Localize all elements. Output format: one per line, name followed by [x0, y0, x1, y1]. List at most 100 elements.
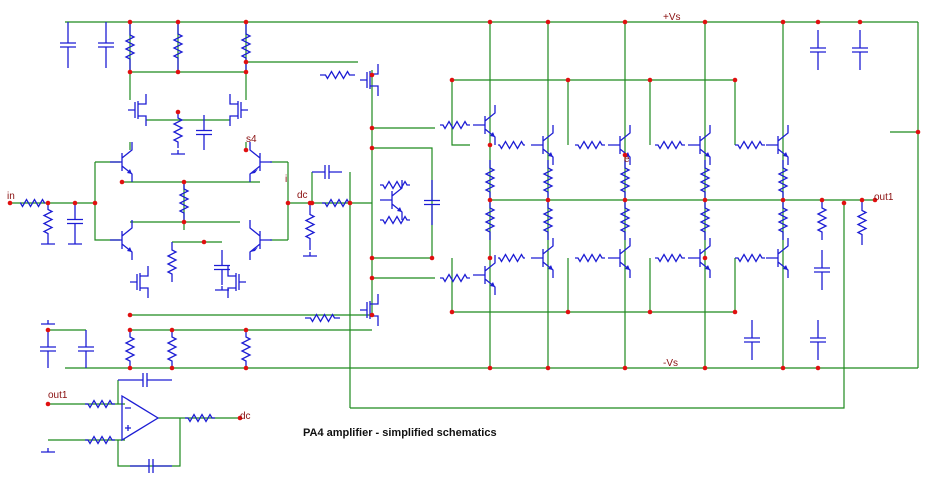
wire [372, 147, 433, 259]
resistor [85, 435, 115, 445]
capacitor [98, 22, 114, 68]
resistor [542, 160, 554, 200]
junction-node [545, 197, 551, 203]
label-vs-neg: -Vs [663, 358, 678, 369]
transistor-bjt [249, 142, 272, 182]
capacitor [60, 22, 76, 68]
resistor [575, 140, 605, 150]
junction-node [169, 365, 175, 371]
resistor [777, 200, 789, 240]
junction-node [181, 179, 187, 185]
resistor [19, 198, 46, 208]
ground-symbol [68, 240, 82, 245]
transistor-fet [128, 94, 147, 126]
op-amp-pins [125, 407, 131, 431]
junction-node [7, 200, 13, 206]
junction-node [45, 327, 51, 333]
resistor [619, 160, 631, 200]
resistor [484, 160, 496, 200]
resistor [322, 198, 352, 208]
transistor-arrow [783, 265, 788, 270]
junction-node [819, 197, 825, 203]
resistor [856, 200, 868, 245]
junction-node [545, 365, 551, 371]
ground-symbol [171, 150, 185, 155]
resistor [166, 242, 178, 282]
transistor-arrow [127, 247, 132, 252]
junction-node [732, 77, 738, 83]
resistor [484, 200, 496, 240]
junction-node [449, 77, 455, 83]
transistor-arrow [490, 282, 495, 287]
junction-node [45, 200, 51, 206]
resistor [735, 253, 765, 263]
junction-node [780, 197, 786, 203]
junction-node [243, 147, 249, 153]
label-s4: s4 [246, 134, 257, 145]
resistor [735, 140, 765, 150]
resistor [124, 330, 136, 368]
junction-node [647, 77, 653, 83]
resistor [440, 273, 470, 283]
transistor-bjt [110, 142, 133, 182]
junction-node [127, 327, 133, 333]
junction-node [169, 327, 175, 333]
transistor-bjt [688, 125, 711, 165]
transistor-arrow [250, 169, 258, 174]
transistor-arrow [127, 169, 132, 174]
ground-symbol [41, 448, 55, 453]
transistor-arrow [250, 247, 258, 252]
resistor [305, 313, 340, 323]
resistor [816, 200, 828, 240]
junction-node [285, 200, 291, 206]
transistor-bjt [531, 238, 554, 278]
junction-node [487, 19, 493, 25]
transistor-bjt [688, 238, 711, 278]
resistor [85, 399, 115, 409]
transistor-bjt [608, 238, 631, 278]
label-dc-node: dc [297, 190, 308, 201]
resistor [655, 140, 685, 150]
junction-node [369, 125, 375, 131]
junction-node [702, 19, 708, 25]
junction-node [429, 255, 435, 261]
capacitor [312, 165, 342, 179]
capacitor [196, 115, 212, 150]
junction-node [702, 365, 708, 371]
junction-node [647, 309, 653, 315]
junction-node [487, 255, 493, 261]
transistor-bjt [473, 255, 496, 295]
junction-node [815, 365, 821, 371]
resistor [124, 22, 136, 72]
junction-node [243, 327, 249, 333]
capacitor [814, 250, 830, 290]
resistor [320, 70, 355, 80]
capacitor [130, 459, 172, 473]
resistor [542, 200, 554, 240]
junction-node [545, 19, 551, 25]
junction-node [565, 77, 571, 83]
resistor [172, 112, 184, 148]
transistor-arrow [397, 207, 402, 212]
resistor [440, 120, 470, 130]
capacitor [744, 320, 760, 360]
transistor-fet [130, 266, 149, 298]
junction-node [181, 219, 187, 225]
junction-node [243, 19, 249, 25]
wire [117, 418, 181, 467]
junction-node [841, 200, 847, 206]
junction-node [857, 19, 863, 25]
junction-node [449, 309, 455, 315]
label-out1-main: out1 [874, 192, 894, 203]
junction-node [243, 365, 249, 371]
transistor-bjt [249, 220, 272, 260]
resistor [498, 140, 525, 150]
junction-node [859, 197, 865, 203]
transistor-fet [227, 266, 246, 298]
label-dc-servo: dc [240, 411, 251, 422]
transistor-arrow [490, 132, 495, 137]
resistor [304, 203, 316, 250]
junction-node [487, 142, 493, 148]
resistor [777, 160, 789, 200]
